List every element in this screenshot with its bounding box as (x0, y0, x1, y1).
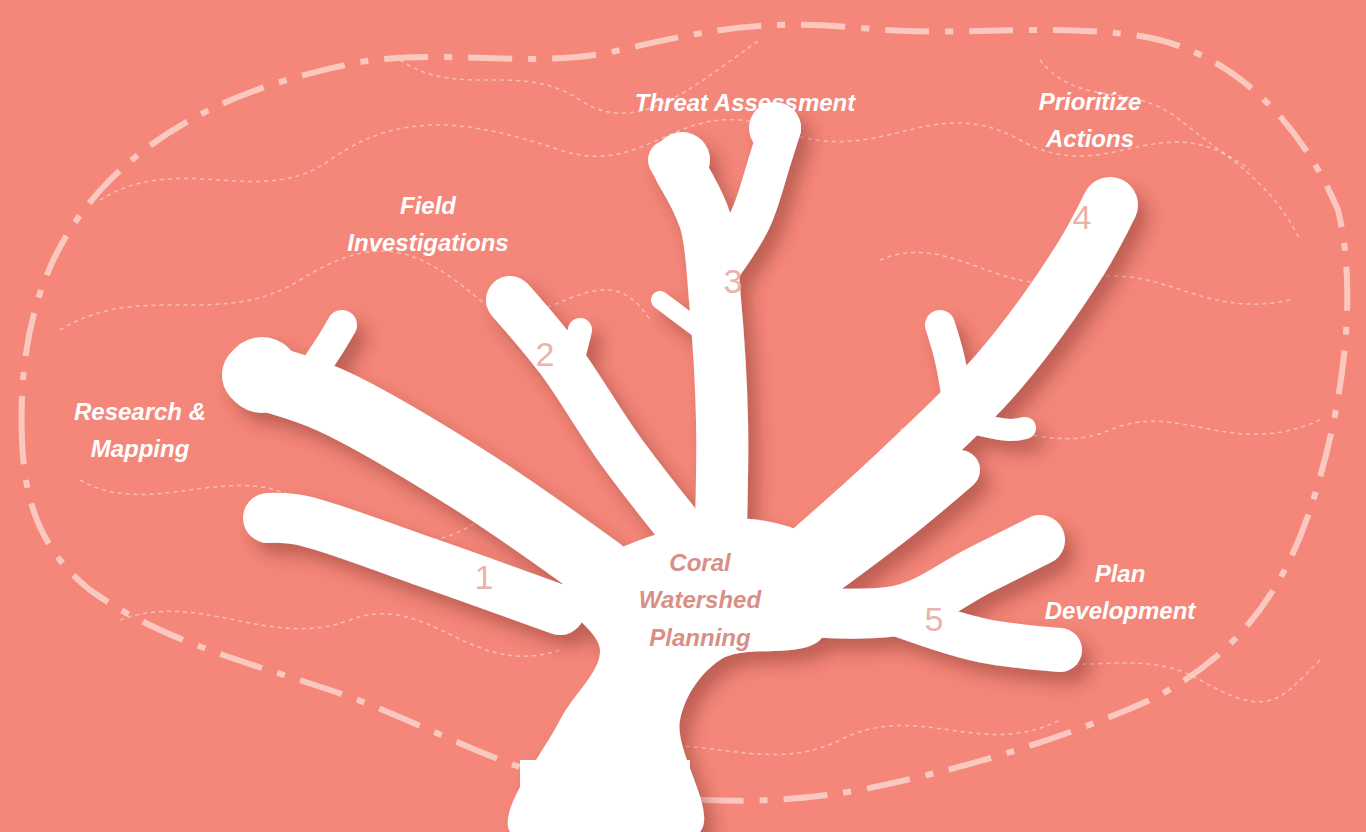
coral-outline (220, 90, 1170, 832)
step-name: Plan Development (1025, 555, 1215, 629)
step-name: Field Investigations (323, 187, 533, 261)
callout-number: 5 (914, 601, 954, 638)
callout-number: 2 (525, 336, 565, 373)
callout-number: 3 (713, 263, 753, 300)
step-name: Research & Mapping (50, 393, 230, 467)
step-name: Threat Assessment (595, 84, 895, 121)
callout-number: 4 (1062, 199, 1102, 236)
node-title: Coral Watershed Planning (625, 544, 775, 656)
coral-shape: Coral Watershed Planning (220, 90, 1170, 832)
callout-number: 1 (464, 559, 504, 596)
step-name: Prioritize Actions (1005, 83, 1175, 157)
